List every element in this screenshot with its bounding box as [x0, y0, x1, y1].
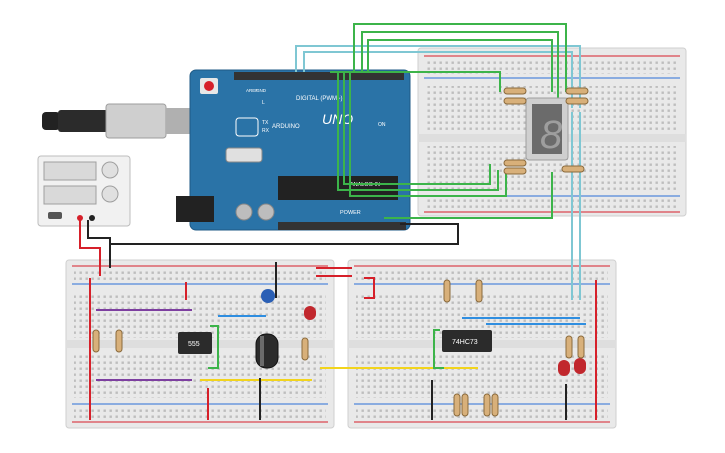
digital-header[interactable] [234, 72, 404, 80]
seven-segment-display[interactable]: 8 [525, 97, 569, 161]
power-label: POWER [340, 210, 361, 216]
power-analog-header[interactable] [278, 222, 406, 230]
wire-cyan-long[interactable] [571, 112, 581, 300]
aref-label: AREF [246, 88, 258, 93]
led-bottom-left[interactable] [304, 306, 316, 320]
negative-terminal-icon[interactable] [89, 215, 95, 221]
led-pair-bottom-right[interactable] [558, 358, 586, 376]
power-switch[interactable] [48, 212, 62, 219]
ic-74hc73-label: 74HC73 [452, 339, 478, 346]
capacitor-icon [257, 203, 275, 221]
wire-bundle-signal[interactable] [295, 23, 581, 219]
ic-555-timer[interactable]: 555 [178, 332, 212, 354]
dc-jack [176, 196, 214, 222]
capacitor-icon [235, 203, 253, 221]
wire-blue[interactable] [218, 315, 586, 325]
positive-terminal-icon[interactable] [77, 215, 83, 221]
resistor-group-top[interactable] [503, 87, 589, 175]
tx-label: TX [262, 120, 269, 126]
voltage-knob-icon[interactable] [101, 161, 119, 179]
ic-74hc73[interactable]: 74HC73 [442, 330, 492, 352]
gnd-label: GND [256, 88, 267, 93]
digital-label: DIGITAL (PWM~) [296, 96, 343, 102]
wire-yellow[interactable] [200, 367, 478, 381]
arduino-uno-board[interactable]: ARDUINO UNO DIGITAL (PWM~) POWER ANALOG … [176, 69, 411, 231]
ceramic-capacitor[interactable] [261, 289, 275, 303]
current-knob-icon[interactable] [101, 185, 119, 203]
wire-green-ic[interactable] [208, 325, 444, 369]
wire-power-red[interactable] [79, 220, 597, 420]
crystal-icon [225, 147, 263, 163]
resistor-group-bottom[interactable] [92, 279, 585, 417]
seven-segment-digit: 8 [540, 113, 563, 157]
electrolytic-capacitor[interactable] [255, 333, 279, 369]
wire-black-short[interactable] [259, 378, 567, 420]
arduino-brand-text: ARDUINO [272, 124, 300, 130]
reset-button[interactable] [204, 81, 214, 91]
l-label: L [262, 100, 265, 106]
wire-purple[interactable] [96, 309, 192, 381]
arduino-infinity-icon [235, 117, 259, 137]
on-label: ON [378, 122, 386, 128]
wire-ground-black[interactable] [87, 220, 459, 298]
power-supply[interactable] [37, 155, 131, 227]
usb-cable [42, 103, 192, 139]
ic-555-label: 555 [188, 341, 200, 348]
rx-label: RX [262, 128, 270, 134]
